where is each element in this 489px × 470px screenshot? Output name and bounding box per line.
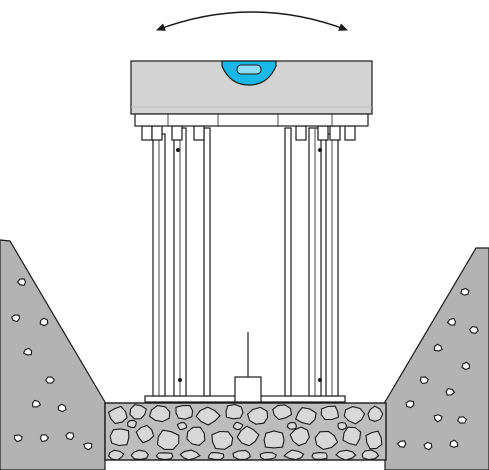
rubble-stone	[361, 449, 380, 461]
rubble-stone	[175, 405, 194, 420]
ground-pebble	[423, 441, 433, 451]
rivet-dot	[178, 378, 182, 382]
rubble-stone	[186, 426, 206, 446]
ground-pebble	[396, 440, 407, 448]
rubble-stone	[289, 426, 310, 447]
leveling-nut	[344, 125, 356, 141]
ground-pebble	[449, 439, 459, 448]
ground-pebble	[405, 400, 415, 409]
rubble-stone	[225, 403, 244, 420]
rubble-stone	[176, 421, 188, 431]
rubble-stone	[343, 406, 366, 425]
rubble-stone	[135, 424, 155, 444]
ground-pebble	[445, 387, 456, 396]
left-sleeve	[203, 127, 211, 397]
ground-pebble	[433, 343, 443, 352]
rubble-stone	[367, 405, 384, 422]
rivet-dot	[176, 148, 180, 152]
rubble-stone	[263, 430, 285, 449]
rubble-stone	[107, 405, 128, 425]
rubble-stone	[337, 421, 348, 431]
rubble-stones	[107, 403, 384, 461]
rubble-stone	[342, 426, 362, 446]
ground-pebble	[457, 416, 467, 424]
rubble-stone	[109, 428, 130, 447]
rubble-stone	[232, 449, 251, 460]
leveling-nuts	[141, 125, 356, 141]
rubble-stone	[236, 425, 260, 447]
leveling-nut	[151, 125, 163, 141]
rubble-stone	[311, 452, 328, 460]
rubble-stone	[259, 451, 277, 461]
ground-pebble	[446, 317, 457, 326]
rubble-stone	[207, 452, 225, 460]
leveling-nut	[141, 125, 153, 141]
right-sleeve	[284, 127, 292, 397]
ground-pebble	[14, 434, 23, 443]
ground-pebble	[433, 414, 443, 423]
anchor-assembly	[144, 127, 346, 403]
ground-pebble	[468, 326, 479, 335]
rubble-stone	[246, 406, 269, 425]
rubble-stone	[179, 449, 201, 461]
ground-pebble	[57, 403, 67, 413]
rubble-stone	[314, 430, 339, 450]
tilt-arrow-icon	[156, 11, 348, 31]
ground-pebble	[11, 314, 20, 323]
ground-pebble	[31, 399, 42, 408]
rubble-stone	[283, 449, 305, 461]
rubble-stone	[335, 449, 357, 461]
rubble-stone	[232, 421, 244, 431]
probe-box	[234, 376, 262, 403]
ground-pebble	[16, 278, 27, 286]
leveling-nut	[193, 125, 205, 141]
surrounding-ground	[0, 239, 489, 470]
rubble-stone	[320, 405, 340, 421]
rubble-stone	[286, 421, 297, 430]
rubble-stone	[195, 406, 221, 426]
plate-underside	[134, 113, 369, 127]
ground-pebble	[460, 287, 470, 296]
rubble-stone	[156, 429, 180, 450]
center-probe	[234, 332, 262, 403]
ground-stones	[11, 278, 479, 451]
ground-pebble	[83, 442, 93, 451]
leveling-nut	[317, 125, 329, 141]
rubble-stone	[130, 449, 149, 460]
rubble-stone	[155, 452, 174, 461]
ground-pebble	[65, 432, 75, 441]
ground-pebble	[45, 376, 56, 384]
ground-pebble	[419, 376, 429, 385]
ground-left	[0, 239, 106, 470]
rubble-stone	[211, 430, 234, 450]
rubble-stone	[129, 404, 147, 420]
ground-pebble	[461, 361, 470, 371]
top-base-plate	[130, 60, 373, 127]
rubble-foundation	[104, 402, 387, 461]
rubble-stone	[272, 404, 293, 421]
ground-pebble	[39, 317, 49, 327]
rubble-stone	[295, 406, 317, 426]
rivet-dot	[318, 378, 322, 382]
leveling-nut	[329, 125, 341, 141]
level-bubble	[236, 64, 262, 75]
rubble-stone	[127, 419, 137, 429]
rivet-dot	[318, 148, 322, 152]
rubble-stone	[107, 449, 125, 461]
leveling-nut	[295, 125, 307, 141]
rubble-stone	[365, 430, 383, 450]
leveling-nut	[171, 125, 183, 141]
ground-right	[384, 247, 489, 470]
ground-pebble	[39, 434, 50, 443]
rubble-stone	[148, 405, 171, 423]
ground-pebble	[22, 347, 33, 356]
